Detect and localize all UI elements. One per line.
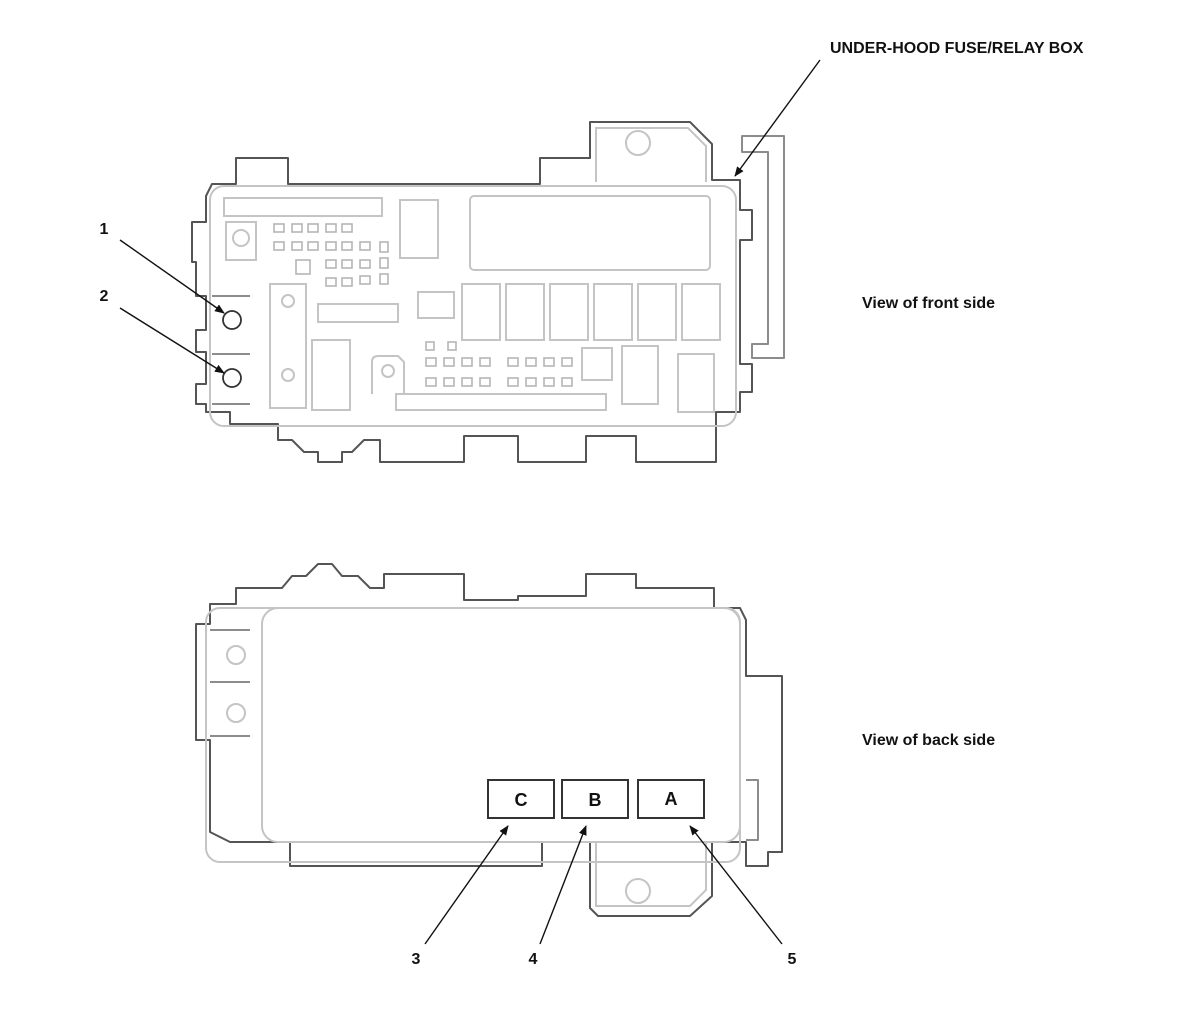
connector-b-label: B (589, 790, 602, 810)
leader-callout-5 (689, 825, 783, 945)
back-mount-tab (595, 842, 707, 907)
back-mount-hole (625, 878, 651, 904)
connector-a-label: A (665, 789, 678, 809)
leader-callout-1 (119, 239, 225, 314)
back-left-slots (210, 629, 250, 737)
back-view-label: View of back side (862, 732, 995, 749)
front-maxi-fuse (311, 339, 351, 411)
front-left-column-hole-upper (281, 294, 295, 308)
front-lower-post-hole (381, 364, 395, 378)
back-hole-lower (226, 703, 246, 723)
front-relay-small (399, 199, 439, 259)
connector-a: A (637, 779, 705, 819)
front-view-box (191, 121, 785, 463)
back-hole-upper (226, 645, 246, 665)
box-title-label: UNDER-HOOD FUSE/RELAY BOX (830, 40, 1084, 57)
connector-c: C (487, 779, 555, 819)
front-left-column (269, 283, 307, 409)
front-relay-tall-2 (677, 353, 715, 413)
callout-1: 1 (100, 221, 109, 238)
callout-2: 2 (100, 288, 109, 305)
connector-b: B (561, 779, 629, 819)
front-housing-outline (191, 121, 753, 463)
front-bottom-strip (395, 393, 607, 411)
front-hole-2 (222, 368, 242, 388)
back-inner-panel (261, 607, 741, 843)
front-left-post (225, 221, 257, 261)
front-inner-frame (209, 185, 737, 427)
front-small-block (417, 291, 455, 319)
callout-5: 5 (788, 951, 797, 968)
back-housing-outline (195, 563, 783, 917)
callout-3: 3 (412, 951, 421, 968)
front-fuse-bar (317, 303, 399, 323)
leader-box-title (734, 59, 821, 177)
front-mount-hole (625, 130, 651, 156)
front-view-label: View of front side (862, 295, 995, 312)
front-relay-large (469, 195, 711, 271)
front-relay-row (461, 283, 721, 341)
leader-callout-3 (424, 825, 509, 945)
leader-callout-2 (119, 307, 225, 374)
front-hole-1 (222, 310, 242, 330)
back-view-box: C B A (195, 563, 783, 917)
front-top-strip (223, 197, 383, 217)
front-left-post-hole (232, 229, 250, 247)
front-relay-tall-1 (621, 345, 659, 405)
front-left-column-hole-lower (281, 368, 295, 382)
front-side-bracket (741, 135, 785, 359)
front-left-slots (212, 295, 250, 405)
callout-4: 4 (529, 951, 538, 968)
back-inner-frame (205, 607, 741, 863)
front-lower-fuse-grid (425, 341, 573, 387)
front-mount-tab (595, 127, 707, 182)
connector-c-label: C (515, 790, 528, 810)
front-relay-mini (581, 347, 613, 381)
leader-callout-4 (539, 825, 587, 945)
front-mini-fuse-grid (273, 223, 389, 287)
front-lower-post (371, 355, 405, 394)
back-side-bracket (746, 779, 759, 841)
